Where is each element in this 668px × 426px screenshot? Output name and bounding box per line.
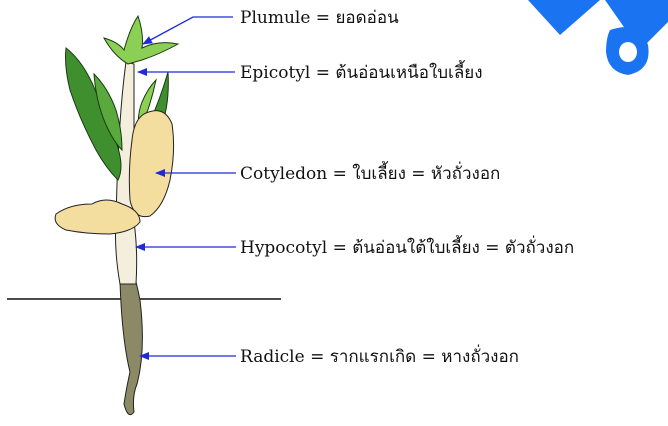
plumule-tip	[104, 16, 178, 64]
radicle-root	[120, 282, 142, 415]
watermark-logo	[528, 0, 668, 75]
epicotyl-label: Epicotyl = ต้นอ่อนเหนือใบเลี้ยง	[240, 63, 483, 83]
cotyledon-right	[129, 111, 173, 217]
cotyledon-label: Cotyledon = ใบเลี้ยง = หัวถั่วงอก	[240, 164, 500, 184]
hypocotyl-label: Hypocotyl = ต้นอ่อนใต้ใบเลี้ยง = ตัวถั่ว…	[240, 238, 574, 258]
radicle-label: Radicle = รากแรกเกิด = หางถั่วงอก	[240, 347, 519, 367]
plumule-label: Plumule = ยอดอ่อน	[240, 8, 399, 28]
plumule-pointer	[143, 17, 233, 44]
